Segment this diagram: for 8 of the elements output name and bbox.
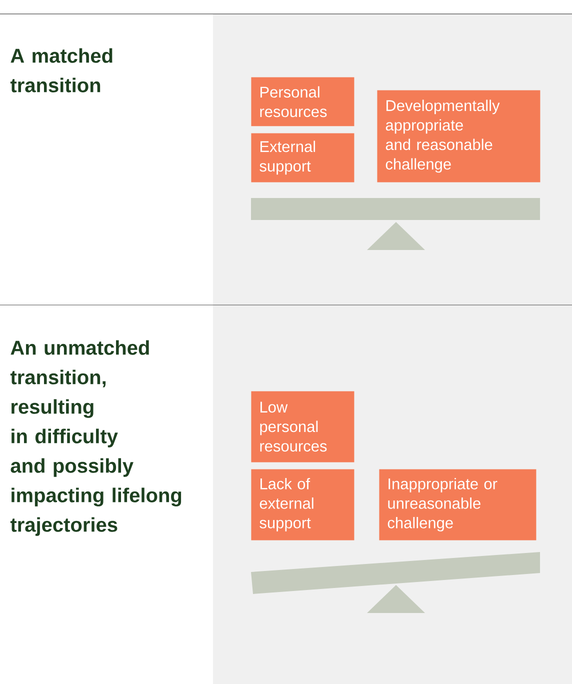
text-box: Inappropriate or unreasonable challenge	[379, 469, 536, 540]
text-box: Low personal resources	[251, 391, 354, 462]
text-box: Lack of external support	[251, 469, 354, 540]
text-box: Developmentally appropriate and reasonable challenge	[377, 90, 540, 182]
heading: A matched transition	[10, 48, 112, 92]
text-box: External support	[251, 133, 354, 182]
heading: An unmatched transition, resulting in difficulty and possibly impacting lifelong trajectories	[10, 340, 182, 536]
text-box: Personal resources	[251, 77, 354, 126]
